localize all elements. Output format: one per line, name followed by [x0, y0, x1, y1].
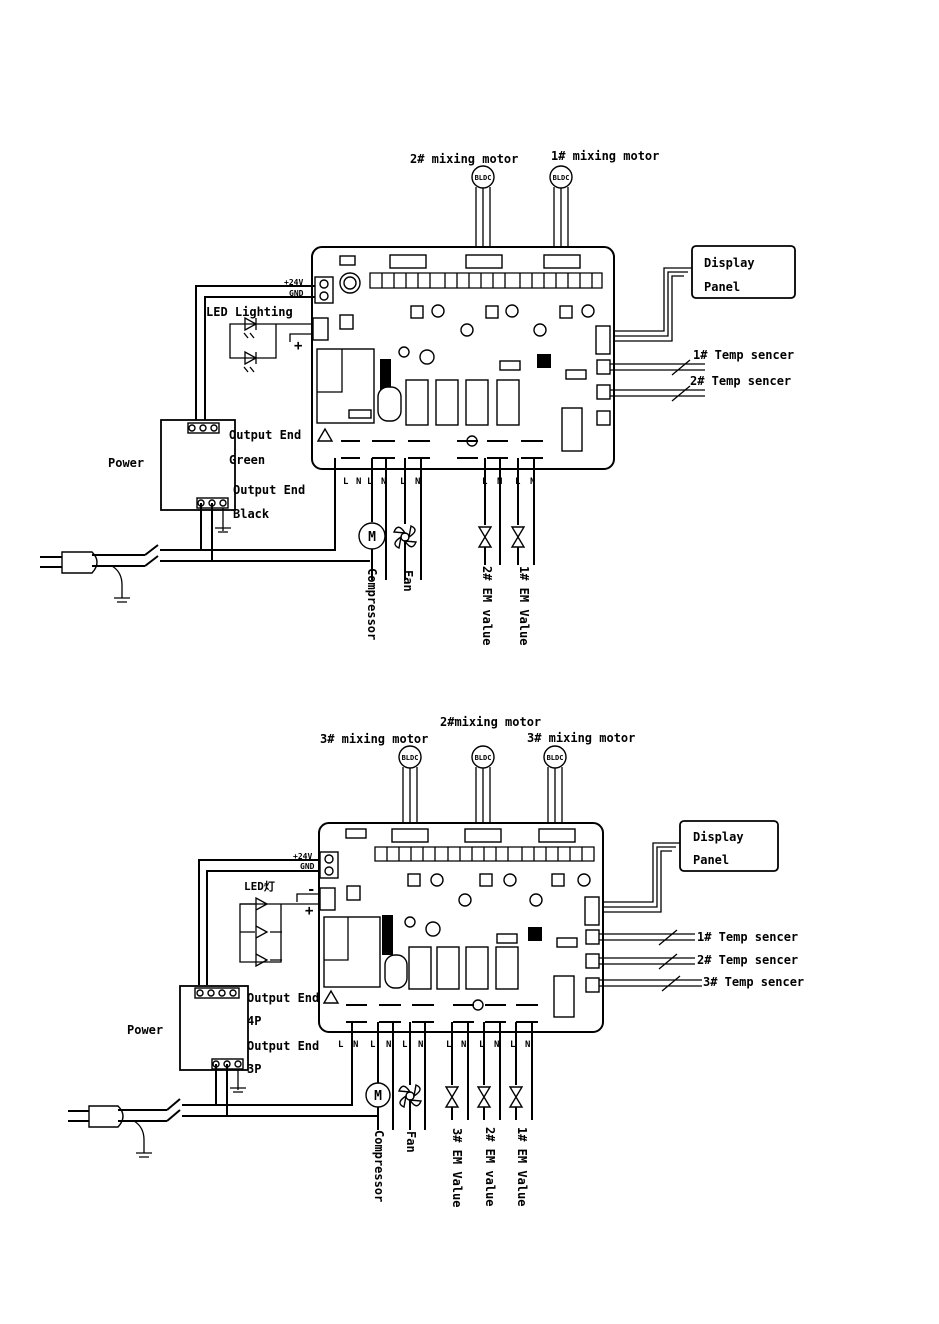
power-label: Power [127, 1023, 163, 1037]
em-valve-3-symbol [444, 1086, 460, 1120]
fan-1 [393, 524, 417, 580]
diagram-2: 2#mixing motor 3# mixing motor 3# mixing… [68, 715, 804, 1207]
p3-label: 3P [247, 1062, 261, 1076]
em-valve-3-label: 3# EM Value [450, 1128, 464, 1207]
svg-text:N: N [494, 1040, 499, 1050]
led-plus-label: + [305, 903, 313, 919]
svg-text:N: N [356, 477, 361, 487]
display-label-line1: Display [693, 830, 744, 844]
output-end-label-1: Output End [229, 428, 301, 442]
fan-label: Fan [401, 570, 415, 592]
temp-sensor-2-label: 2# Temp sencer [697, 953, 798, 967]
svg-text:N: N [461, 1040, 466, 1050]
svg-text:N: N [415, 477, 420, 487]
display-label-line2: Panel [704, 280, 740, 294]
svg-text:L: L [338, 1040, 344, 1050]
motor-symbol: M [374, 1089, 382, 1104]
temp-sensor-1-label: 1# Temp sencer [697, 930, 798, 944]
svg-text:L: L [370, 1040, 376, 1050]
diagram-1: 2# mixing motor 1# mixing motor BLDC BLD… [40, 149, 796, 645]
em-valve-2-label: 2# EM value [483, 1127, 497, 1206]
fan-label: Fan [404, 1131, 418, 1153]
em-valve-2-symbol [477, 526, 493, 565]
svg-text:N: N [525, 1040, 530, 1050]
output-end-label-2: Output End [233, 483, 305, 497]
motor-2-label: 2#mixing motor [440, 715, 541, 729]
plus24v-label: +24V [284, 278, 303, 287]
svg-text:L: L [510, 1040, 516, 1050]
led-array-1 [229, 316, 313, 373]
mains-plug-1 [40, 458, 370, 603]
em-valve-1-symbol [508, 1086, 524, 1120]
bldc-label: BLDC [402, 754, 419, 762]
em-valve-1-label: 1# EM Value [515, 1127, 529, 1206]
temp-sensor-3-label: 3# Temp sencer [703, 975, 804, 989]
power-supply-2: Power Output End 4P Output End 3P [127, 985, 319, 1093]
compressor-motor-1: M [358, 522, 386, 580]
control-board-1 [311, 246, 615, 470]
em-valve-1-symbol [510, 526, 526, 565]
svg-text:N: N [386, 1040, 391, 1050]
svg-text:L: L [402, 1040, 408, 1050]
fan-2 [398, 1083, 422, 1130]
motor-1-label: 1# mixing motor [551, 149, 659, 163]
terminal-labels-2: L N L N L N L N L N L N [338, 1040, 530, 1050]
display-label-line2: Panel [693, 853, 729, 867]
compressor-motor-2: M [365, 1082, 391, 1130]
em-valve-2-label: 2# EM value [480, 566, 494, 645]
motor-symbol: M [368, 530, 376, 545]
svg-text:N: N [381, 477, 386, 487]
display-label-line1: Display [704, 256, 755, 270]
em-valve-2-symbol [476, 1086, 492, 1120]
svg-text:L: L [343, 477, 349, 487]
svg-text:L: L [479, 1040, 485, 1050]
display-panel: Display Panel [615, 245, 796, 342]
motor-2-label: 2# mixing motor [410, 152, 518, 166]
svg-text:N: N [353, 1040, 358, 1050]
power-label: Power [108, 456, 144, 470]
led-lighting-label: LED Lighting [206, 305, 293, 319]
svg-text:L: L [367, 477, 373, 487]
em-valve-1-label: 1# EM Value [517, 566, 531, 645]
bldc-motor-left: BLDC [398, 745, 422, 830]
compressor-label: Compressor [372, 1130, 386, 1202]
power-supply-1: Power Output End Green Output End Black [108, 419, 305, 533]
svg-text:L: L [446, 1040, 452, 1050]
temp-sensors-1: 1# Temp sencer 2# Temp sencer [610, 348, 794, 402]
svg-text:L: L [400, 477, 406, 487]
control-board-2 [318, 822, 604, 1033]
led-array-2 [239, 893, 320, 968]
bldc-label: BLDC [475, 754, 492, 762]
gnd-label: GND [289, 289, 304, 298]
black-label: Black [233, 507, 270, 521]
svg-text:N: N [530, 477, 535, 487]
svg-text:N: N [418, 1040, 423, 1050]
green-label: Green [229, 453, 265, 467]
led-label: LED灯 [244, 879, 275, 893]
bldc-motor-1: BLDC [549, 165, 573, 258]
temp-sensors-2: 1# Temp sencer 2# Temp sencer 3# Temp se… [599, 929, 804, 992]
output-end-label-2: Output End [247, 1039, 319, 1053]
bldc-motor-2: BLDC [471, 165, 495, 258]
motor-3-right-label: 3# mixing motor [527, 731, 635, 745]
gnd-label: GND [300, 862, 315, 871]
bldc-motor-middle: BLDC [471, 745, 495, 830]
bldc-label: BLDC [547, 754, 564, 762]
bldc-motor-right: BLDC [543, 745, 567, 830]
led-minus-label: - [307, 882, 315, 898]
output-end-label-1: Output End [247, 991, 319, 1005]
led-plus-label: + [294, 338, 302, 354]
mains-plug-2 [68, 1022, 378, 1158]
temp-sensor-1-label: 1# Temp sencer [693, 348, 794, 362]
display-panel-2: Display Panel [601, 820, 779, 913]
temp-sensor-2-label: 2# Temp sencer [690, 374, 791, 388]
motor-3-left-label: 3# mixing motor [320, 732, 428, 746]
plus24v-label: +24V [293, 852, 312, 861]
bldc-label: BLDC [553, 174, 570, 182]
compressor-label: Compressor [365, 568, 379, 640]
bldc-label: BLDC [475, 174, 492, 182]
p4-label: 4P [247, 1014, 261, 1028]
